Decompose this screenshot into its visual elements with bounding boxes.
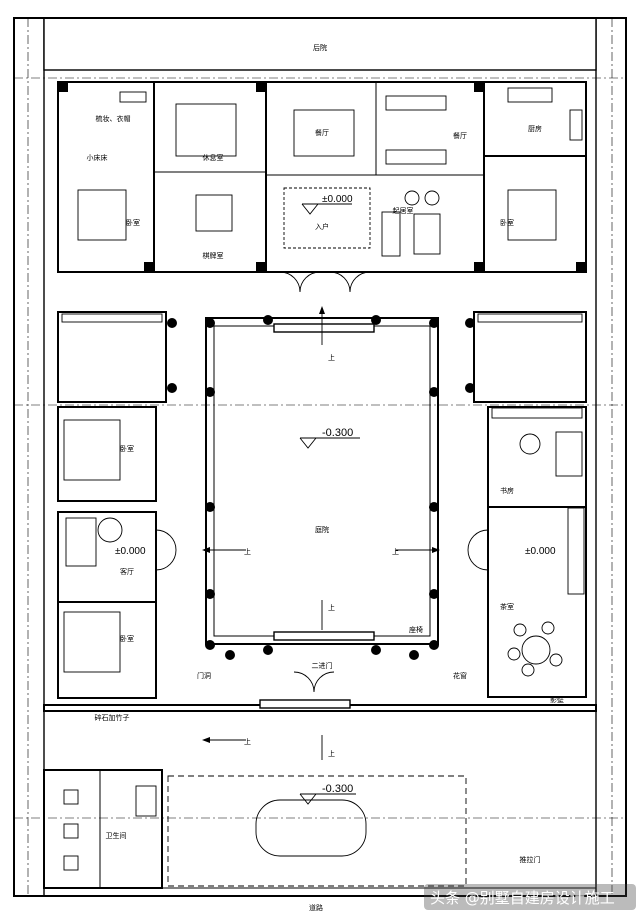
label-chess-room: 棋牌室 — [203, 251, 224, 260]
label-small-bed: 小床床 — [87, 153, 108, 162]
label-door-opening: 门洞 — [197, 671, 211, 680]
column — [263, 315, 273, 325]
label-gravel-bamboo: 碎石加竹子 — [95, 713, 130, 722]
label-bedroom-ne: 卧室 — [500, 218, 514, 227]
label-up-north: 上 — [328, 353, 335, 362]
level-courtyard: -0.300 — [322, 427, 353, 439]
column — [429, 318, 439, 328]
label-lattice-window: 花窗 — [453, 671, 467, 680]
watermark: 头条 @别墅自建房设计施工 — [424, 884, 636, 910]
watermark-text: 头条 @别墅自建房设计施工 — [430, 889, 615, 907]
label-up-east: 上 — [392, 547, 399, 556]
grid-lines — [14, 18, 626, 896]
label-kitchen: 厨房 — [528, 124, 542, 133]
label-second-gate: 二进门 — [312, 661, 333, 670]
courtyard-frame — [57, 311, 587, 645]
column — [371, 315, 381, 325]
label-courtyard: 庭院 — [315, 525, 329, 534]
column — [205, 502, 215, 512]
label-up-west: 上 — [244, 547, 251, 556]
label-bedroom-w2: 卧室 — [120, 634, 134, 643]
label-seat-bench: 座椅 — [409, 625, 423, 634]
room-labels: 后院 梳妆、衣帽 小床床 卧室 休息室 棋牌室 餐厅 餐厅 厨房 起居室 卧室 … — [87, 43, 565, 912]
label-living-room: 起居室 — [393, 206, 414, 215]
column — [429, 589, 439, 599]
west-wing — [57, 406, 177, 699]
column — [205, 318, 215, 328]
boundary-walls — [13, 17, 627, 897]
column — [465, 383, 475, 393]
label-screen-wall: 影壁 — [550, 695, 564, 704]
level-east: ±0.000 — [525, 546, 556, 557]
label-up-gate: 上 — [328, 749, 335, 758]
column — [429, 387, 439, 397]
label-entry: 入户 — [315, 222, 329, 231]
label-bedroom-w1: 卧室 — [120, 444, 134, 453]
label-tea-room: 茶室 — [500, 602, 514, 611]
label-dressing: 梳妆、衣帽 — [96, 114, 131, 123]
label-sliding-gate: 推拉门 — [520, 855, 541, 864]
label-guest-hall: 客厅 — [120, 567, 134, 576]
label-back-yard: 后院 — [313, 43, 327, 52]
column — [263, 645, 273, 655]
label-rest-room: 休息室 — [203, 153, 224, 162]
label-up-entry: 上 — [244, 737, 251, 746]
courtyard-columns — [167, 315, 475, 660]
level-west: ±0.000 — [115, 546, 146, 557]
north-wing — [57, 81, 587, 293]
label-road: 道路 — [309, 903, 323, 912]
column — [205, 640, 215, 650]
label-dining-hall: 餐厅 — [453, 131, 467, 140]
label-dining-table: 餐厅 — [315, 128, 329, 137]
level-garage: -0.300 — [322, 783, 353, 795]
label-bathroom: 卫生间 — [106, 831, 127, 840]
column — [225, 650, 235, 660]
column — [465, 318, 475, 328]
column — [167, 318, 177, 328]
column — [371, 645, 381, 655]
label-up-south: 上 — [328, 603, 335, 612]
east-wing — [467, 406, 587, 698]
column — [409, 650, 419, 660]
level-entry: ±0.000 — [322, 194, 353, 205]
south-zone — [43, 671, 597, 889]
column — [429, 502, 439, 512]
column — [205, 589, 215, 599]
stair-arrows — [202, 306, 440, 760]
label-bedroom-nw: 卧室 — [126, 218, 140, 227]
column — [429, 640, 439, 650]
column — [167, 383, 177, 393]
label-study: 书房 — [500, 486, 514, 495]
column — [205, 387, 215, 397]
